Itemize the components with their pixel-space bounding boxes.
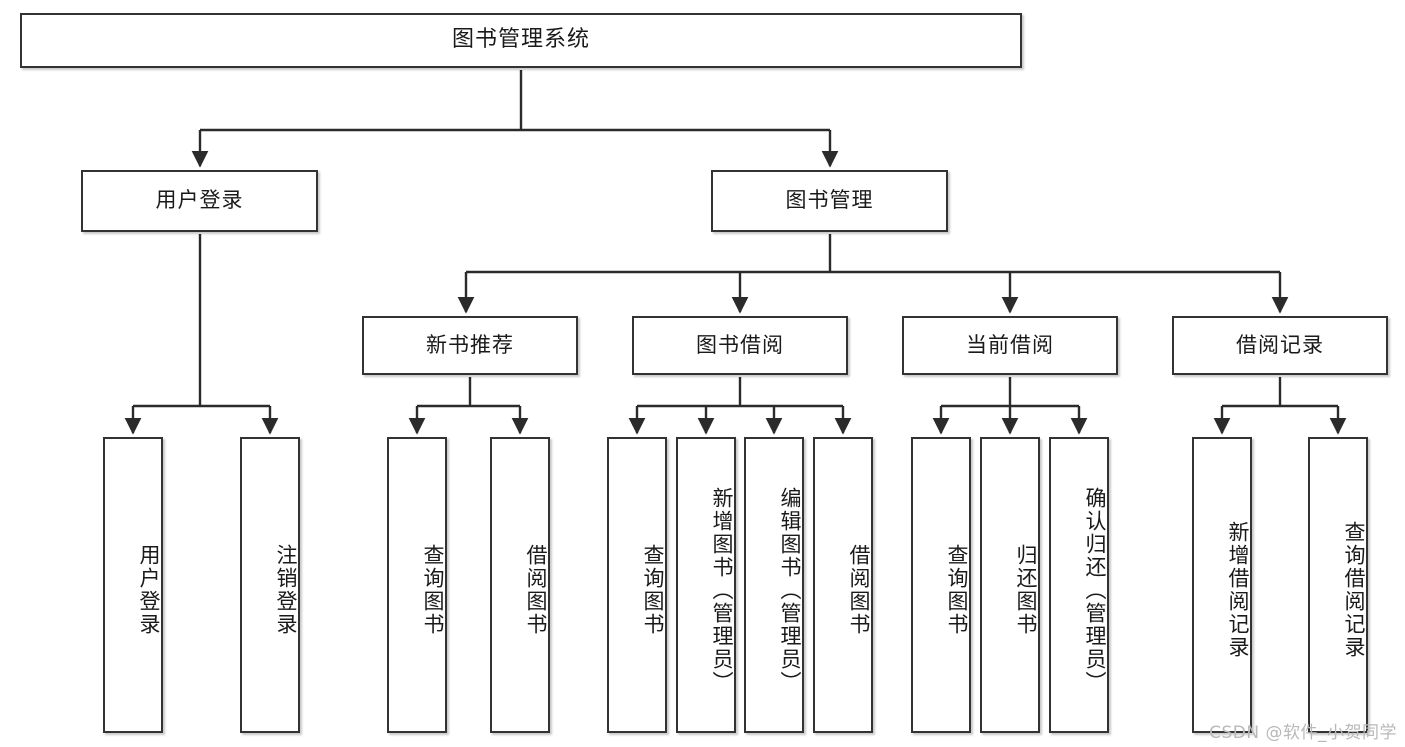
node-label: 图书管理系统 <box>451 27 590 53</box>
node-user-login[interactable]: 用户登录 <box>81 170 318 232</box>
node-leaf-borrow-books-recommend[interactable]: 借阅图书 <box>490 437 550 733</box>
node-book-borrow[interactable]: 图书借阅 <box>632 316 848 375</box>
watermark-text: CSDN @软件_小贺同学 <box>1209 723 1397 743</box>
node-label: 确认归还（管理员） <box>1083 486 1107 694</box>
node-label: 新书推荐 <box>426 332 514 357</box>
node-label: 用户登录 <box>137 544 161 636</box>
node-label: 借阅图书 <box>524 544 548 636</box>
node-label: 注销登录 <box>274 544 298 636</box>
node-leaf-query-borrow-record[interactable]: 查询借阅记录 <box>1308 437 1368 733</box>
node-label: 编辑图书（管理员） <box>778 486 802 694</box>
node-root-book-management-system[interactable]: 图书管理系统 <box>20 13 1022 68</box>
node-label: 查询图书 <box>945 544 969 636</box>
node-current-borrow[interactable]: 当前借阅 <box>902 316 1118 375</box>
node-label: 用户登录 <box>155 188 244 213</box>
node-label: 新增借阅记录 <box>1226 521 1250 659</box>
node-label: 图书借阅 <box>696 332 784 357</box>
node-leaf-add-borrow-record[interactable]: 新增借阅记录 <box>1192 437 1252 733</box>
node-leaf-return-book[interactable]: 归还图书 <box>980 437 1040 733</box>
node-label: 查询借阅记录 <box>1342 521 1366 659</box>
node-leaf-borrow-book[interactable]: 借阅图书 <box>813 437 873 733</box>
node-book-management[interactable]: 图书管理 <box>711 170 948 232</box>
node-label: 当前借阅 <box>966 332 1054 357</box>
node-leaf-logout-login[interactable]: 注销登录 <box>240 437 300 733</box>
node-label: 新增图书（管理员） <box>710 486 734 694</box>
node-leaf-confirm-return-admin[interactable]: 确认归还（管理员） <box>1049 437 1109 733</box>
node-label: 借阅图书 <box>847 544 871 636</box>
node-leaf-query-books-borrow[interactable]: 查询图书 <box>607 437 667 733</box>
node-label: 借阅记录 <box>1236 332 1324 357</box>
node-leaf-edit-book-admin[interactable]: 编辑图书（管理员） <box>744 437 804 733</box>
node-label: 查询图书 <box>421 544 445 636</box>
node-label: 归还图书 <box>1014 544 1038 636</box>
node-new-book-recommend[interactable]: 新书推荐 <box>362 316 578 375</box>
node-borrow-record[interactable]: 借阅记录 <box>1172 316 1388 375</box>
node-label: 图书管理 <box>785 188 874 213</box>
node-leaf-query-books-current[interactable]: 查询图书 <box>911 437 971 733</box>
node-leaf-user-login[interactable]: 用户登录 <box>103 437 163 733</box>
node-label: 查询图书 <box>641 544 665 636</box>
node-leaf-add-book-admin[interactable]: 新增图书（管理员） <box>676 437 736 733</box>
node-leaf-query-books-recommend[interactable]: 查询图书 <box>387 437 447 733</box>
